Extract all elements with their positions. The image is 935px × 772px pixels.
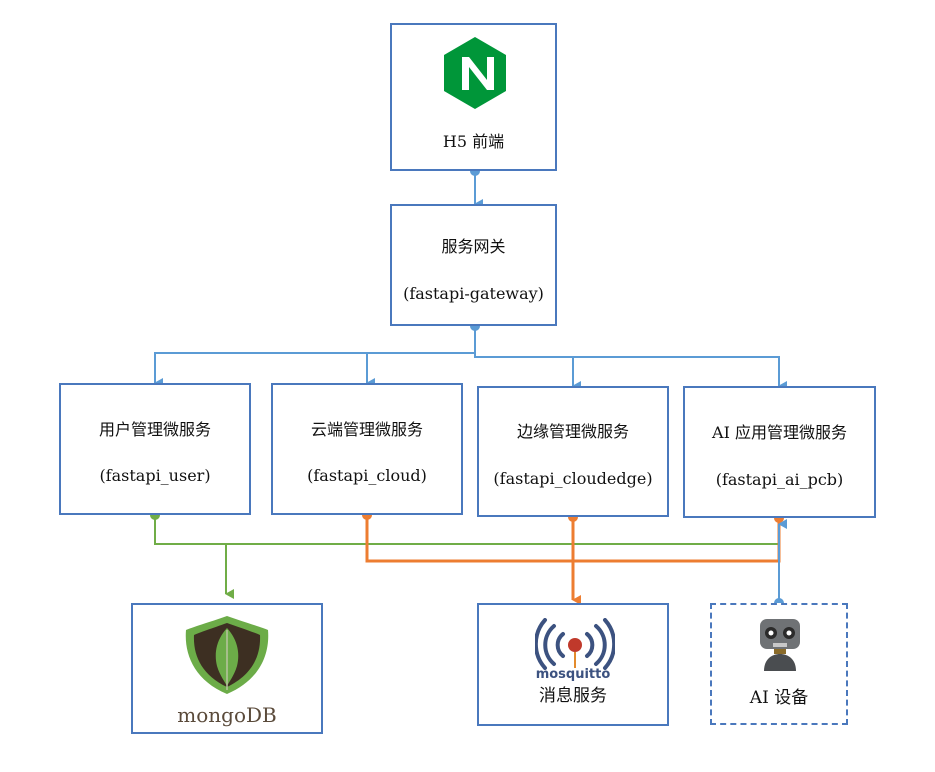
service-sublabel: (fastapi_ai_pcb) <box>715 470 844 489</box>
edge-frontend-gateway <box>470 166 483 209</box>
gateway-sublabel: (fastapi-gateway) <box>403 284 544 303</box>
service-cloud-node: 云端管理微服务 (fastapi_cloud) <box>271 383 463 515</box>
mongodb-logo-text: mongoDB <box>177 703 277 727</box>
edge-services-mqtt <box>362 510 784 605</box>
service-sublabel: (fastapi_cloudedge) <box>493 469 653 488</box>
service-ai-node: AI 应用管理微服务 (fastapi_ai_pcb) <box>683 386 876 518</box>
service-label: 云端管理微服务 <box>310 420 423 439</box>
edge-gateway-services <box>154 321 787 391</box>
ai-device-node: AI 设备 <box>710 603 848 725</box>
mqtt-node: mosquitto 消息服务 <box>477 603 669 726</box>
service-user-node: 用户管理微服务 (fastapi_user) <box>59 383 251 515</box>
mqtt-logo-text: mosquitto <box>535 667 611 682</box>
nginx-icon <box>444 37 506 109</box>
frontend-node: H5 前端 <box>390 23 557 171</box>
mongodb-leaf-icon <box>185 616 269 694</box>
edge-device-ai-service <box>774 519 787 608</box>
ai-device-label: AI 设备 <box>749 688 809 708</box>
service-label: 用户管理微服务 <box>98 420 211 439</box>
mongodb-node: mongoDB <box>131 603 323 734</box>
service-label: AI 应用管理微服务 <box>712 423 847 442</box>
robot-icon <box>760 619 800 671</box>
service-label: 边缘管理微服务 <box>516 422 629 441</box>
edge-user-mongodb <box>150 510 779 599</box>
gateway-node: 服务网关 (fastapi-gateway) <box>390 204 557 326</box>
service-sublabel: (fastapi_cloud) <box>307 466 427 485</box>
frontend-label: H5 前端 <box>442 132 505 151</box>
service-cloudedge-node: 边缘管理微服务 (fastapi_cloudedge) <box>477 386 669 517</box>
mqtt-label: 消息服务 <box>539 686 607 706</box>
mosquitto-icon <box>535 618 615 670</box>
gateway-label: 服务网关 <box>441 237 506 256</box>
service-sublabel: (fastapi_user) <box>99 466 211 485</box>
